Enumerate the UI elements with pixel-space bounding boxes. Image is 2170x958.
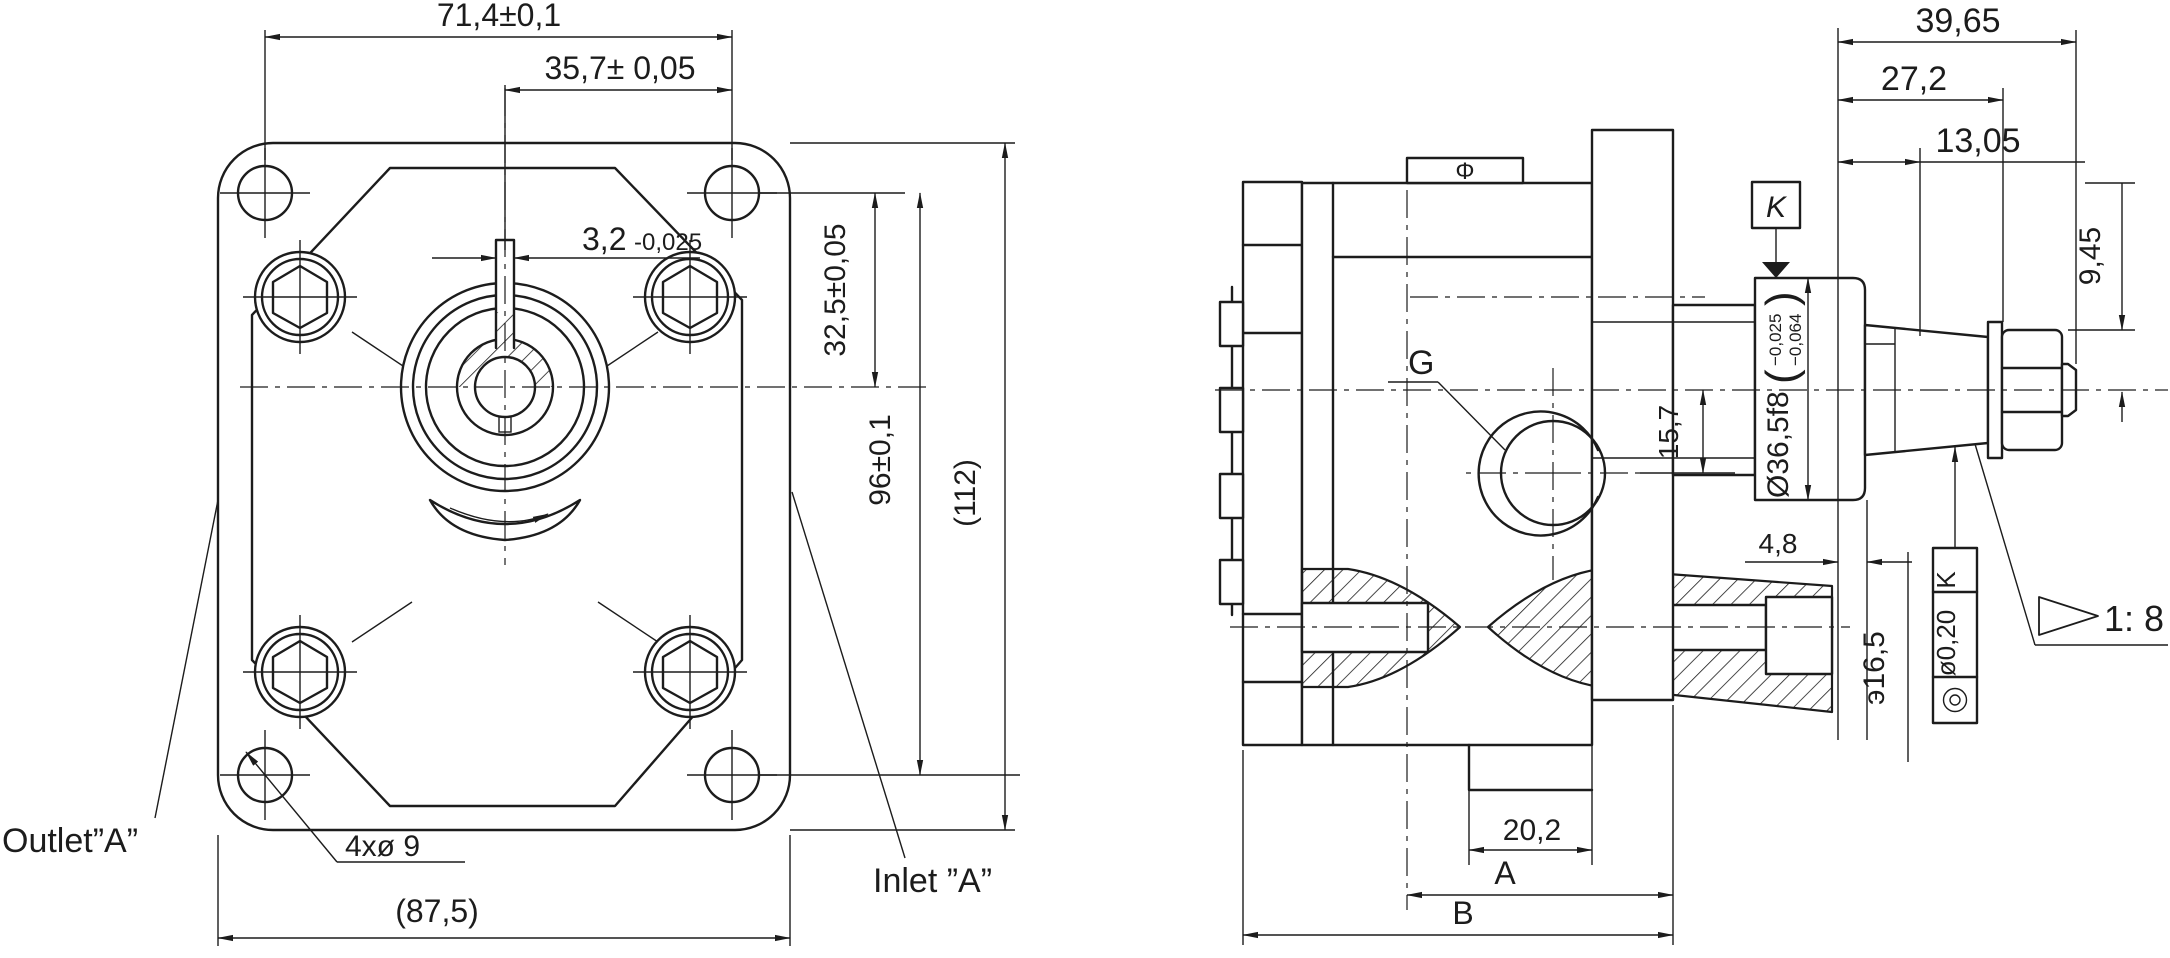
datum-label: K (1766, 191, 1788, 224)
dim-shaft-end-total: 39,65 (1915, 2, 2000, 40)
dim-pilot-diameter: Ø36,5f8 ( −0,025 −0,064 ) (1757, 291, 1806, 498)
dim-pilot-protrusion: 4,8 (1759, 528, 1798, 559)
inlet-label: Inlet ”A” (873, 862, 992, 900)
mount-holes (220, 148, 777, 820)
fcf-frame (1931, 546, 1979, 725)
body-contour (250, 166, 744, 808)
port-thread-relief (1764, 595, 1834, 676)
datum-triangle-icon (1762, 262, 1790, 278)
dim-a: A (1494, 855, 1516, 891)
fcf-tolerance: ø0,20 (1931, 610, 1961, 677)
outlet-leader (154, 499, 219, 819)
side-view: Φ G (1215, 2, 2168, 945)
taper-ratio-label: 1: 8 (2104, 598, 2164, 639)
dim-nut-flat-to-axis: 9,45 (2074, 227, 2107, 285)
rear-cover (1218, 180, 1304, 747)
dim-b: B (1452, 895, 1473, 931)
outlet-label: Outlet”A” (2, 822, 138, 860)
dim-bolt-spacing-vertical: 96±0,1 (864, 414, 897, 506)
dim-half-spacing-horizontal: 35,7± 0,05 (544, 50, 695, 86)
dim-keyway-width: 3,2 (582, 221, 626, 257)
nameplate-symbol: Φ (1455, 158, 1474, 185)
svg-text:): ) (1757, 291, 1806, 306)
dim-mount-holes: 4xø 9 (345, 830, 420, 863)
g-leader (1437, 381, 1506, 451)
pump-body (1300, 181, 1594, 792)
screw-top-right (633, 240, 747, 354)
dim-taper-gauge: 13,05 (1935, 122, 2020, 160)
concentricity-symbol-icon (1942, 687, 1968, 713)
screw-bottom-left (243, 615, 357, 729)
dim-overall-width: (87,5) (395, 893, 479, 929)
dim-keyway-tolerance: -0,025 (634, 229, 702, 256)
screw-bottom-right (633, 615, 747, 729)
dim-hole-to-center-vertical: 32,5±0,05 (819, 223, 852, 356)
concentricity-fcf: K ø0,20 (1931, 446, 1979, 725)
svg-text:−0,064: −0,064 (1786, 314, 1805, 366)
dim-overall-height: (112) (949, 459, 982, 527)
dim-thread-depth: э16,5 (1858, 631, 1891, 705)
svg-text:Ø36,5f8: Ø36,5f8 (1762, 391, 1795, 498)
screw-top-left (243, 240, 357, 354)
inlet-leader (791, 491, 906, 859)
rotation-arrow-icon (449, 507, 549, 523)
taper-symbol-icon (2038, 596, 2099, 636)
g-port-label: G (1408, 344, 1434, 382)
fcf-datum: K (1931, 571, 1961, 589)
datum-k: K (1750, 180, 1802, 278)
crescent-outline (428, 498, 582, 542)
dim-port-offset: 15,7 (1653, 405, 1684, 460)
socket-screws (243, 240, 747, 729)
svg-text:(: ( (1757, 369, 1806, 384)
front-view: 71,4±0,1 35,7± 0,05 3,2 -0,025 32,5±0,05… (2, 0, 1020, 946)
datum-frame (1750, 180, 1802, 230)
rotation-indicator (428, 498, 582, 542)
nameplate (1405, 156, 1525, 185)
dim-bolt-spacing-horizontal: 71,4±0,1 (437, 0, 561, 33)
rib-lines (351, 331, 659, 643)
dim-shaft-to-washer: 27,2 (1881, 60, 1947, 98)
taper-callout: 1: 8 (1974, 443, 2168, 646)
dim-step-width: 20,2 (1503, 814, 1561, 847)
svg-text:−0,025: −0,025 (1766, 314, 1785, 366)
front-extension-lines (217, 30, 1020, 946)
